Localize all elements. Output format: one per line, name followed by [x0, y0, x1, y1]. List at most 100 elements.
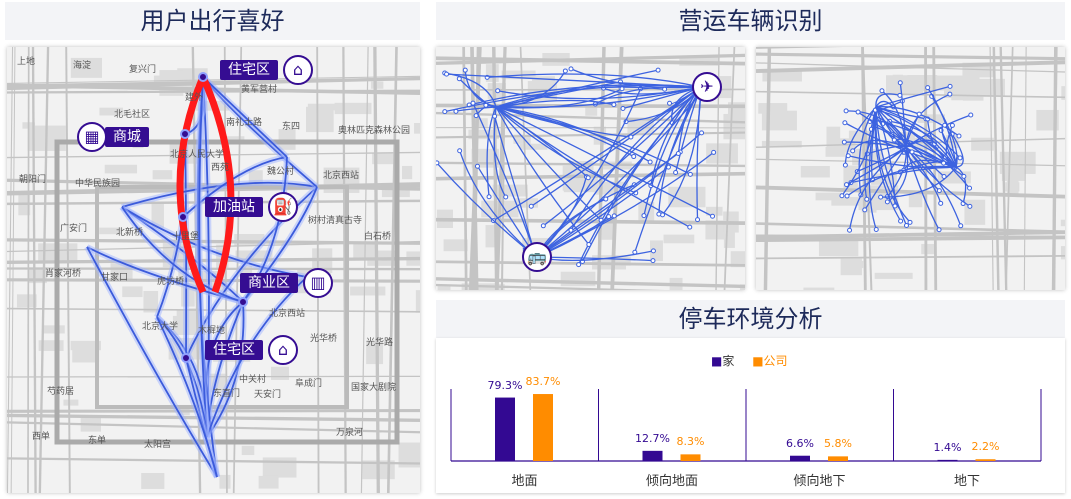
stop-point [687, 171, 693, 177]
stop-point [442, 109, 448, 115]
place-label: 北京西站 [323, 171, 360, 181]
route-line [495, 106, 589, 179]
map-block [234, 233, 265, 246]
tag-home_top: 住宅区 [220, 60, 278, 80]
legend: ■家 ■公司 [711, 352, 788, 369]
route-line [875, 106, 896, 206]
route-line [485, 86, 702, 108]
stop-point [843, 108, 849, 114]
place-label: 太阳宫 [144, 440, 172, 450]
map-block [840, 258, 862, 276]
route-line [570, 86, 702, 231]
place-label: 东四 [282, 122, 301, 132]
stop-point [585, 175, 591, 181]
map-block [705, 220, 727, 240]
location-marker[interactable] [180, 129, 190, 139]
map-block [305, 106, 334, 133]
map-road [500, 47, 506, 290]
location-marker[interactable] [181, 353, 191, 363]
place-label: 海淀 [73, 61, 92, 71]
route-line [497, 86, 702, 100]
stop-point [436, 160, 440, 166]
map-block [513, 134, 531, 144]
route-layer [7, 47, 420, 493]
map-block [70, 57, 102, 78]
map-block [885, 75, 924, 96]
route-line [486, 106, 497, 197]
map-block [913, 137, 932, 150]
vehicle-map-city[interactable] [756, 47, 1065, 290]
parking-title: 停车环境分析 [436, 300, 1065, 338]
route-line [955, 166, 967, 204]
route-line [841, 106, 877, 197]
location-marker[interactable] [178, 212, 188, 222]
stop-point [903, 223, 909, 229]
stop-point [897, 80, 903, 86]
stop-point [606, 214, 612, 220]
map-block [224, 136, 245, 143]
map-block [585, 107, 598, 116]
stop-point [949, 122, 955, 128]
bar-家-地下 [937, 459, 958, 461]
map-road [992, 47, 1000, 290]
stop-point [897, 92, 903, 98]
map-road [7, 47, 14, 493]
data-label: 5.8% [824, 437, 852, 451]
stop-point [957, 155, 963, 161]
stop-point [586, 242, 592, 248]
map-block [143, 290, 159, 313]
map-road [756, 60, 1065, 74]
stop-point [503, 194, 509, 200]
data-label: 1.4% [933, 440, 962, 454]
bar-公司-地面 [533, 394, 553, 461]
location-marker[interactable] [238, 297, 248, 307]
map-block [943, 89, 974, 98]
route-line [858, 106, 877, 195]
map-road [373, 47, 380, 493]
map-block [908, 192, 923, 208]
place-label: 西单 [32, 432, 51, 442]
stop-point [492, 113, 498, 119]
vehicle-map-airport[interactable]: ✈ 🚌 [436, 47, 745, 290]
map-block [443, 239, 468, 252]
map-block [818, 237, 859, 257]
map-road [989, 47, 994, 290]
stop-point [907, 219, 913, 225]
bar-layer [450, 389, 1042, 462]
map-block [815, 192, 843, 201]
airplane-icon: ✈ [692, 72, 722, 102]
map-road [756, 222, 1065, 234]
map-road [436, 111, 745, 124]
stop-point [942, 122, 948, 128]
stop-point [938, 200, 944, 206]
stop-point [844, 182, 850, 188]
route-line [86, 246, 218, 478]
map-road [1051, 47, 1058, 290]
stop-point [540, 223, 546, 229]
map-block [1036, 109, 1059, 131]
stop-point [619, 86, 625, 92]
stop-point [936, 227, 942, 233]
map-block [1060, 219, 1065, 227]
stop-point [850, 148, 856, 154]
map-road [436, 277, 745, 289]
map-road [65, 47, 71, 493]
data-label: 12.7% [635, 431, 670, 445]
stop-point [695, 217, 701, 223]
user-travel-map[interactable]: 住宅区⌂商城▦加油站⛽商业区▥住宅区⌂上地北毛社区西苑树村清真古寺肖家河桥北京大… [7, 47, 420, 493]
route-line [495, 69, 659, 108]
route-line [880, 166, 957, 198]
location-marker[interactable] [198, 72, 208, 82]
map-block [152, 170, 173, 180]
map-block [122, 286, 143, 298]
stop-point [884, 199, 890, 205]
map-road [756, 52, 1065, 61]
map-block [826, 126, 841, 152]
route-line [905, 113, 920, 148]
bar-公司-地下 [975, 459, 996, 461]
stop-point [941, 174, 947, 180]
place-label: 魏公村 [267, 167, 295, 177]
map-road [756, 234, 1065, 237]
map-block [414, 122, 420, 134]
stop-point [864, 196, 870, 202]
